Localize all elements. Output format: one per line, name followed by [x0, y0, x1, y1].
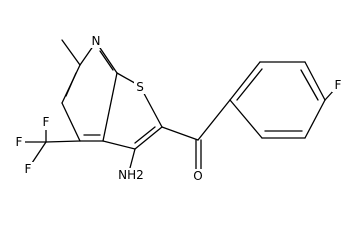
bond-ar4-ar5 [304, 99, 326, 139]
bond-c5-c4 [61, 102, 81, 142]
bond-c3-nh2 [129, 148, 136, 169]
atom-label-f-aryl: F [332, 78, 344, 92]
atom-label-f-cf3-bottom: F [22, 162, 34, 176]
bond-c4-cf3 [45, 140, 81, 143]
svg-text:O: O [193, 169, 202, 183]
svg-text:F: F [25, 162, 32, 176]
bond-ar3-ar4 [304, 61, 326, 101]
bond-methylC-c6 [61, 39, 81, 66]
svg-text:F: F [16, 135, 23, 149]
atom-label-o: O [192, 169, 204, 183]
bond-ar1-ar2-inner [236, 68, 263, 101]
bond-ar1-ar2 [229, 61, 261, 101]
bond-ar6-ar1 [229, 99, 263, 139]
atom-label-f-cf3-left: F [13, 135, 25, 149]
bond-carbonylC-aryl [197, 99, 231, 141]
chemical-structure: N S F F F NH2 O F [13, 34, 344, 183]
svg-text:F: F [43, 115, 50, 129]
bond-c3-c3a [102, 140, 136, 150]
atom-label-s: S [134, 80, 146, 94]
bond-c2-carbonylC [161, 126, 199, 141]
bond-ar3-ar4-inner [300, 69, 319, 101]
svg-text:N: N [92, 34, 101, 48]
bond-c2-c3-inner [134, 126, 156, 144]
svg-text:F: F [335, 78, 342, 92]
bond-c2-c3 [134, 126, 163, 150]
atom-label-nh2: NH2 [117, 168, 145, 182]
atom-label-f-cf3-top: F [40, 115, 52, 130]
bond-c3a-c7a [102, 72, 118, 142]
svg-text:NH2: NH2 [118, 168, 144, 182]
atom-label-n: N [90, 34, 102, 48]
bond-c6-c5-inner [65, 72, 77, 97]
bond-n7-c7a-inner [99, 50, 114, 71]
svg-text:S: S [136, 80, 144, 94]
